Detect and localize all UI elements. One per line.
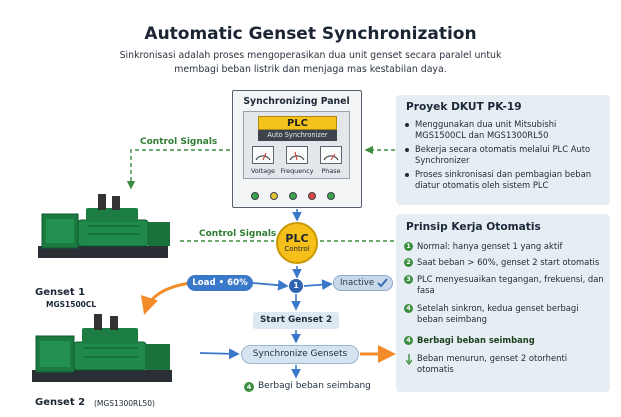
node-to-inactive-arrow (303, 279, 333, 291)
control-signal-line-top (126, 149, 230, 190)
indicator-lights (251, 192, 346, 202)
indicator-light (327, 192, 335, 200)
genset-2-icon (32, 314, 172, 382)
plc-control-node: PLC Control (276, 222, 318, 264)
inactive-status: Inactive (333, 275, 393, 291)
synchronize-gensets-step: Synchronize Gensets (241, 345, 359, 364)
indicator-light (251, 192, 259, 200)
phase-gauge-icon (320, 146, 342, 164)
project-bullet: Menggunakan dua unit Mitsubishi MGS1500C… (405, 119, 605, 141)
indicator-light (270, 192, 278, 200)
load-to-genset2-arrow (140, 281, 191, 315)
load-indicator: Load • 60% (187, 275, 253, 291)
genset-1-name: Genset 1 (35, 287, 86, 298)
share-step-label: Berbagi beban seimbang (258, 381, 371, 391)
subtitle-line-1: Sinkronisasi adalah proses mengoperasika… (119, 50, 502, 61)
panel-display: PLC Auto Synchronizer Voltage Frequency … (243, 111, 350, 179)
control-signals-label-bottom: Control Signals (199, 229, 277, 239)
principle-card-heading: Prinsip Kerja Otomatis (406, 221, 541, 233)
arrow-down-icon (406, 354, 412, 365)
share-step-number: 4 (244, 382, 254, 392)
genset-2-name: Genset 2 (35, 397, 86, 408)
project-card: Proyek DKUT PK-19 Menggunakan dua unit M… (396, 95, 610, 205)
voltage-label: Voltage (251, 167, 275, 175)
decision-node: 1 (289, 279, 303, 293)
genset-1-model: MGS1500CL (46, 300, 97, 309)
principle-step: Beban menurun, genset 2 otorhenti otomat… (404, 353, 606, 375)
phase-label: Phase (321, 167, 341, 175)
frequency-label: Frequency (280, 167, 314, 175)
indicator-light (308, 192, 316, 200)
control-signals-label-top: Control Signals (140, 137, 218, 147)
plc-control-sub: Control (284, 245, 310, 253)
panel-title: Synchronizing Panel (243, 96, 350, 107)
indicator-light (289, 192, 297, 200)
synchronizing-panel: Synchronizing Panel PLC Auto Synchronize… (232, 90, 362, 208)
plc-label: PLC (258, 116, 337, 130)
project-bullet: Bekerja secara otomatis melalui PLC Auto… (405, 144, 605, 166)
page-title: Automatic Genset Synchronization (144, 24, 477, 44)
project-card-heading: Proyek DKUT PK-19 (406, 101, 522, 113)
frequency-gauge-icon (286, 146, 308, 164)
subtitle-line-2: membagi beban listrik dan menjaga mas ke… (174, 64, 447, 75)
load-to-node-arrow (252, 279, 289, 291)
project-bullet: Proses sinkronisasi dan pembagian beban … (405, 169, 605, 191)
genset-1-icon (38, 194, 170, 258)
plc-control-label: PLC (285, 232, 309, 245)
inactive-label: Inactive (340, 278, 375, 288)
voltage-gauge-icon (252, 146, 274, 164)
plc-sub-label: Auto Synchronizer (258, 130, 337, 141)
genset2-to-sync-arrow (199, 348, 240, 360)
genset-2-model: (MGS1300RL50) (94, 399, 155, 408)
check-icon (377, 278, 388, 288)
start-genset-2-step: Start Genset 2 (253, 312, 339, 329)
